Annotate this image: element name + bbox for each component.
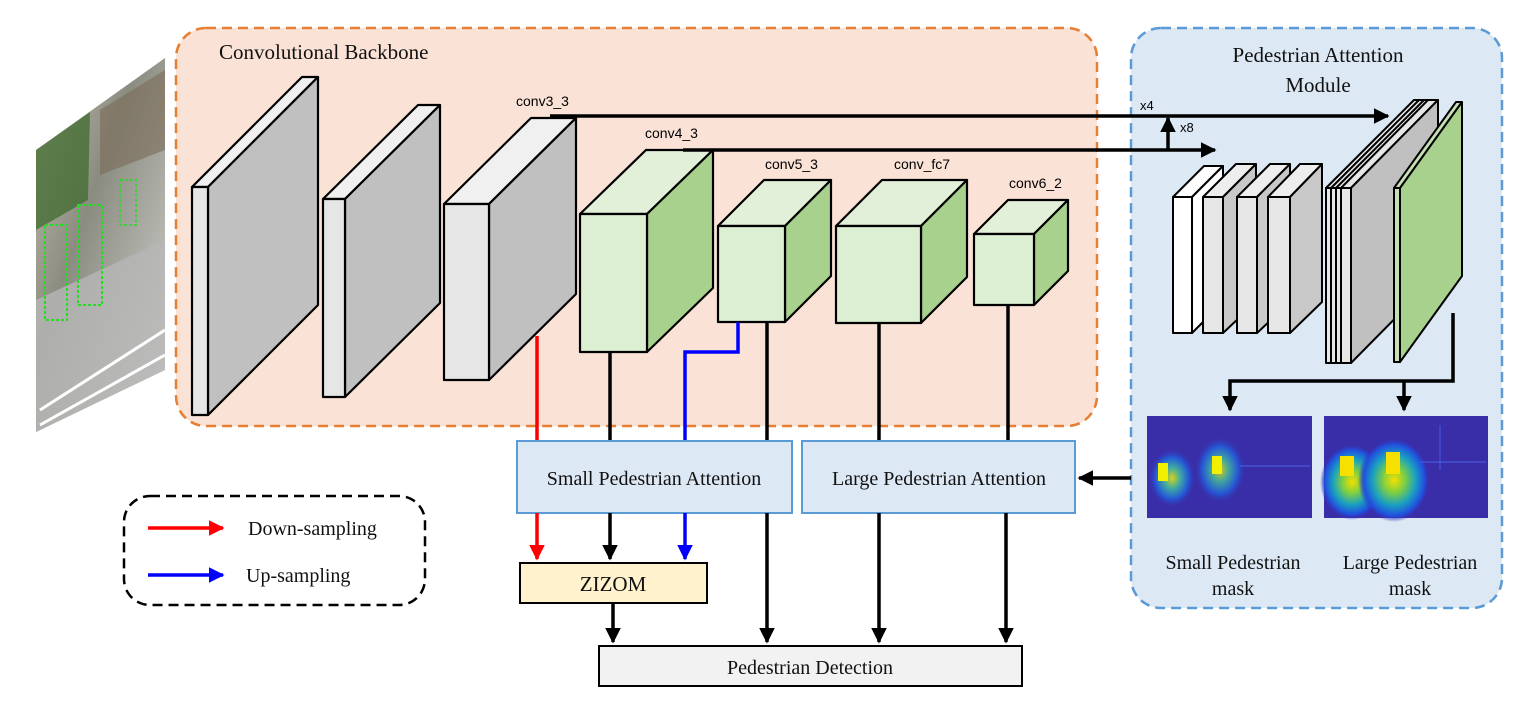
- backbone-layer-1: [190, 75, 320, 417]
- small-mask-label-line1: Small Pedestrian: [1166, 552, 1301, 574]
- input-image: [36, 58, 166, 432]
- backbone-layer-conv6: [972, 198, 1070, 307]
- attention-to-output-arrows: [529, 513, 1014, 644]
- large-mask-label-line1: Large Pedestrian: [1343, 552, 1478, 574]
- backbone-title: Convolutional Backbone: [219, 40, 428, 64]
- layer-label-conv6: conv6_2: [1009, 175, 1062, 191]
- pedestrian-detection-label: Pedestrian Detection: [727, 657, 893, 679]
- small-mask-label-line2: mask: [1212, 578, 1254, 600]
- feature-routing-arrows: [550, 108, 1390, 158]
- backbone-layer-2: [321, 103, 442, 399]
- large-pedestrian-mask-image: [1320, 416, 1488, 522]
- backbone-to-attention-connectors: [535, 305, 1010, 441]
- small-pedestrian-attention-block: [516, 440, 793, 514]
- scale-label-x8: x8: [1180, 120, 1194, 135]
- scale-label-x4: x4: [1140, 98, 1154, 113]
- attention-slab-gray-3: [1267, 163, 1323, 334]
- backbone-layer-conv5: [716, 178, 833, 324]
- zizom-block: [519, 562, 708, 604]
- backbone-layer-conv4: [578, 148, 715, 354]
- legend-down-label: Down-sampling: [248, 518, 377, 540]
- large-mask-label-line2: mask: [1389, 578, 1431, 600]
- attention-module-title-line1: Pedestrian Attention: [1233, 43, 1404, 67]
- layer-label-conv5: conv5_3: [765, 156, 818, 172]
- layer-label-conv3: conv3_3: [516, 93, 569, 109]
- backbone-layer-fc7: [834, 178, 969, 325]
- pedestrian-detection-block: [598, 645, 1023, 687]
- attention-slab-green: [1393, 101, 1463, 363]
- large-pedestrian-attention-block: [801, 440, 1076, 514]
- attention-module-title-line2: Module: [1285, 73, 1350, 97]
- legend: Down-sampling Up-sampling: [122, 494, 427, 607]
- small-pedestrian-attention-label: Small Pedestrian Attention: [547, 468, 761, 490]
- legend-up-label: Up-sampling: [246, 565, 350, 587]
- small-pedestrian-mask-image: [1147, 416, 1312, 518]
- mask-branch-arrows: [1222, 313, 1455, 412]
- zizom-label: ZIZOM: [580, 572, 647, 596]
- backbone-layer-conv3: [442, 116, 578, 382]
- layer-label-conv4: conv4_3: [645, 125, 698, 141]
- layer-label-fc7: conv_fc7: [894, 156, 950, 172]
- large-pedestrian-attention-label: Large Pedestrian Attention: [832, 468, 1046, 490]
